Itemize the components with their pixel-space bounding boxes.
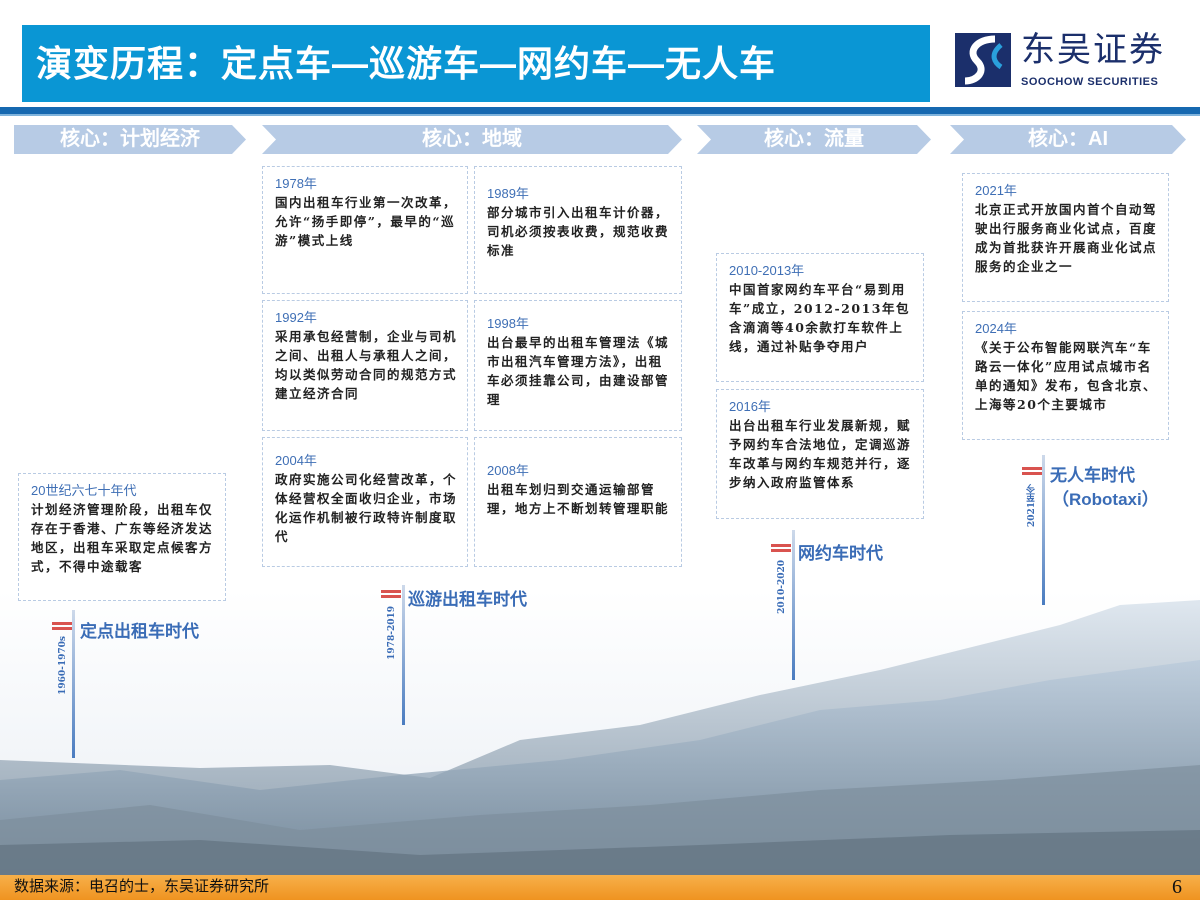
flag-icon — [1022, 467, 1042, 475]
era-pole — [402, 585, 405, 725]
timeline-card-2016: 2016年 出台出租车行业发展新规，赋予网约车合法地位，定调巡游车改革与网约车规… — [716, 389, 924, 519]
timeline-card-1992: 1992年 采用承包经营制，企业与司机之间、出租人与承租人之间，均以类似劳动合同… — [262, 300, 468, 431]
flag-icon — [52, 622, 72, 630]
card-year: 1998年 — [487, 316, 529, 331]
timeline-card-1960s: 20世纪六七十年代 计划经济管理阶段，出租车仅存在于香港、广东等经济发达地区，出… — [18, 473, 226, 601]
timeline-card-1998: 1998年 出台最早的出租车管理法《城市出租汽车管理方法》，出租车必须挂靠公司，… — [474, 300, 682, 431]
card-year: 2016年 — [729, 399, 771, 414]
timeline-card-2021: 2021年 北京正式开放国内首个自动驾驶出行服务商业化试点，百度成为首批获许开展… — [962, 173, 1169, 302]
era-label-robotaxi: 无人车时代 — [1050, 466, 1135, 485]
soochow-logo: 东吴证券 SOOCHOW SECURITIES — [955, 31, 1190, 95]
slide-title: 演变历程：定点车—巡游车—网约车—无人车 — [22, 25, 930, 102]
era-pole — [1042, 455, 1045, 605]
card-year: 20世纪六七十年代 — [31, 483, 137, 498]
timeline-card-2010-2013: 2010-2013年 中国首家网约车平台“易到用车”成立，2012-2013年包… — [716, 253, 924, 382]
card-year: 1992年 — [275, 310, 317, 325]
era-label-cruising-taxi: 巡游出租车时代 — [408, 590, 527, 609]
era-years: 2010-2020 — [777, 560, 787, 614]
soochow-logo-icon — [955, 33, 1011, 87]
banner-ai: 核心：AI — [950, 125, 1186, 154]
banner-traffic: 核心：流量 — [697, 125, 931, 154]
era-years: 1960-1970s — [58, 636, 68, 695]
timeline-card-2004: 2004年 政府实施公司化经营改革，个体经营权全面收归企业，市场化运作机制被行政… — [262, 437, 468, 567]
header-divider — [0, 107, 1200, 114]
mountain-background — [0, 590, 1200, 875]
card-text: 部分城市引入出租车计价器，司机必须按表收费，规范收费标准 — [487, 205, 670, 258]
card-text: 中国首家网约车平台“易到用车”成立，2012-2013年包含滴滴等40余款打车软… — [729, 282, 910, 354]
card-text: 北京正式开放国内首个自动驾驶出行服务商业化试点，百度成为首批获许开展商业化试点服… — [975, 202, 1158, 274]
page-number: 6 — [1172, 876, 1182, 898]
card-year: 2024年 — [975, 321, 1017, 336]
era-label-fixed-taxi: 定点出租车时代 — [80, 622, 199, 641]
timeline-card-1978: 1978年 国内出租车行业第一次改革，允许“扬手即停”，最早的“巡游”模式上线 — [262, 166, 468, 294]
era-years: 1978-2019 — [387, 606, 397, 660]
era-pole — [72, 610, 75, 758]
footer-bar: 数据来源：电召的士，东吴证券研究所 6 — [0, 875, 1200, 900]
card-text: 出台最早的出租车管理法《城市出租汽车管理方法》，出租车必须挂靠公司，由建设部管理 — [487, 335, 670, 407]
logo-name-en: SOOCHOW SECURITIES — [1021, 76, 1159, 88]
card-text: 国内出租车行业第一次改革，允许“扬手即停”，最早的“巡游”模式上线 — [275, 195, 458, 248]
era-sublabel-robotaxi: （Robotaxi） — [1052, 490, 1159, 509]
card-text: 出台出租车行业发展新规，赋予网约车合法地位，定调巡游车改革与网约车规范并行，逐步… — [729, 418, 912, 490]
card-text: 计划经济管理阶段，出租车仅存在于香港、广东等经济发达地区，出租车采取定点候客方式… — [31, 502, 214, 574]
era-label-ride-hailing: 网约车时代 — [798, 544, 883, 563]
header-divider-light — [0, 114, 1200, 116]
timeline-card-2024: 2024年 《关于公布智能网联汽车“车路云一体化”应用试点城市名单的通知》发布，… — [962, 311, 1169, 440]
timeline-card-2008: 2008年 出租车划归到交通运输部管理，地方上不断划转管理职能 — [474, 437, 682, 567]
card-text: 采用承包经营制，企业与司机之间、出租人与承租人之间，均以类似劳动合同的规范方式建… — [275, 329, 458, 401]
card-year: 2008年 — [487, 463, 529, 478]
banner-region: 核心：地域 — [262, 125, 682, 154]
card-year: 2021年 — [975, 183, 1017, 198]
card-year: 1989年 — [487, 186, 529, 201]
banner-planned-economy: 核心：计划经济 — [14, 125, 246, 154]
timeline-card-1989: 1989年 部分城市引入出租车计价器，司机必须按表收费，规范收费标准 — [474, 166, 682, 294]
flag-icon — [771, 544, 791, 552]
era-years: 2021至今 — [1027, 484, 1037, 528]
card-year: 2010-2013年 — [729, 263, 805, 278]
flag-icon — [381, 590, 401, 598]
card-text: 出租车划归到交通运输部管理，地方上不断划转管理职能 — [487, 482, 670, 516]
card-text: 《关于公布智能网联汽车“车路云一体化”应用试点城市名单的通知》发布，包含北京、上… — [975, 340, 1158, 412]
card-year: 2004年 — [275, 453, 317, 468]
era-pole — [792, 530, 795, 680]
logo-name-cn: 东吴证券 — [1021, 31, 1165, 69]
data-source: 数据来源：电召的士，东吴证券研究所 — [14, 878, 270, 895]
card-text: 政府实施公司化经营改革，个体经营权全面收归企业，市场化运作机制被行政特许制度取代 — [275, 472, 458, 544]
card-year: 1978年 — [275, 176, 317, 191]
